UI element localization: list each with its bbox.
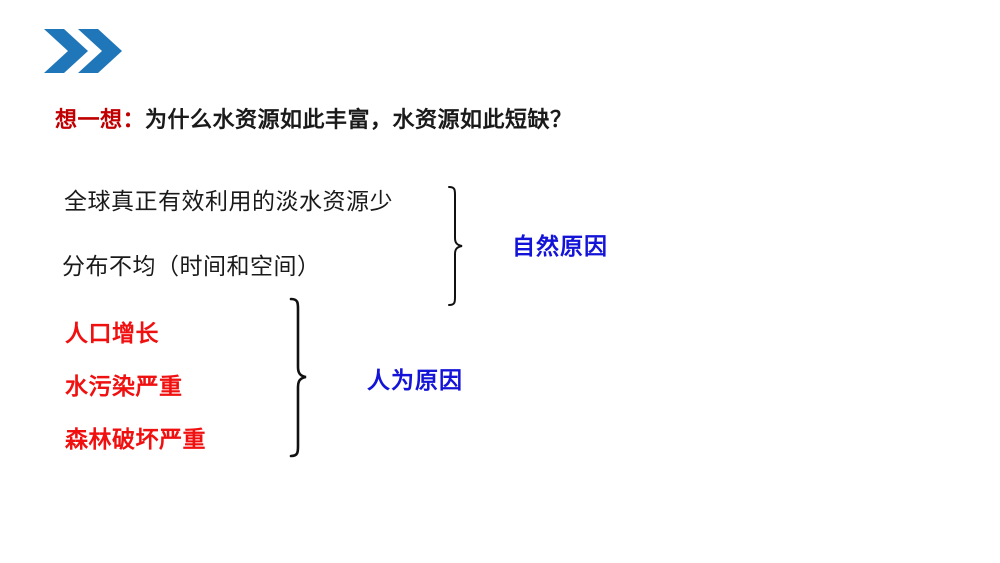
curly-brace-natural-svg: [448, 186, 463, 306]
title-separator: ：: [122, 108, 146, 133]
natural-cause-item-1: 全球真正有效利用的淡水资源少: [64, 189, 393, 215]
human-cause-item-3: 森林破坏严重: [65, 427, 206, 453]
page-title: 想一想：为什么水资源如此丰富，水资源如此短缺？: [55, 106, 573, 136]
curly-brace-right-icon-human: [282, 295, 310, 460]
human-cause-item-2: 水污染严重: [65, 374, 183, 400]
human-cause-item-1: 人口增长: [65, 321, 159, 347]
double-chevron-right-svg: [44, 29, 122, 73]
curly-brace-right-icon-natural: [440, 184, 466, 308]
natural-cause-item-2: 分布不均（时间和空间）: [62, 254, 321, 280]
natural-cause-label: 自然原因: [512, 234, 608, 260]
title-question: 为什么水资源如此丰富，水资源如此短缺？: [145, 108, 573, 133]
curly-brace-human-svg: [289, 297, 307, 458]
title-highlight: 想一想: [55, 108, 123, 133]
human-cause-label: 人为原因: [367, 368, 463, 394]
double-chevron-right-icon: [44, 29, 124, 73]
